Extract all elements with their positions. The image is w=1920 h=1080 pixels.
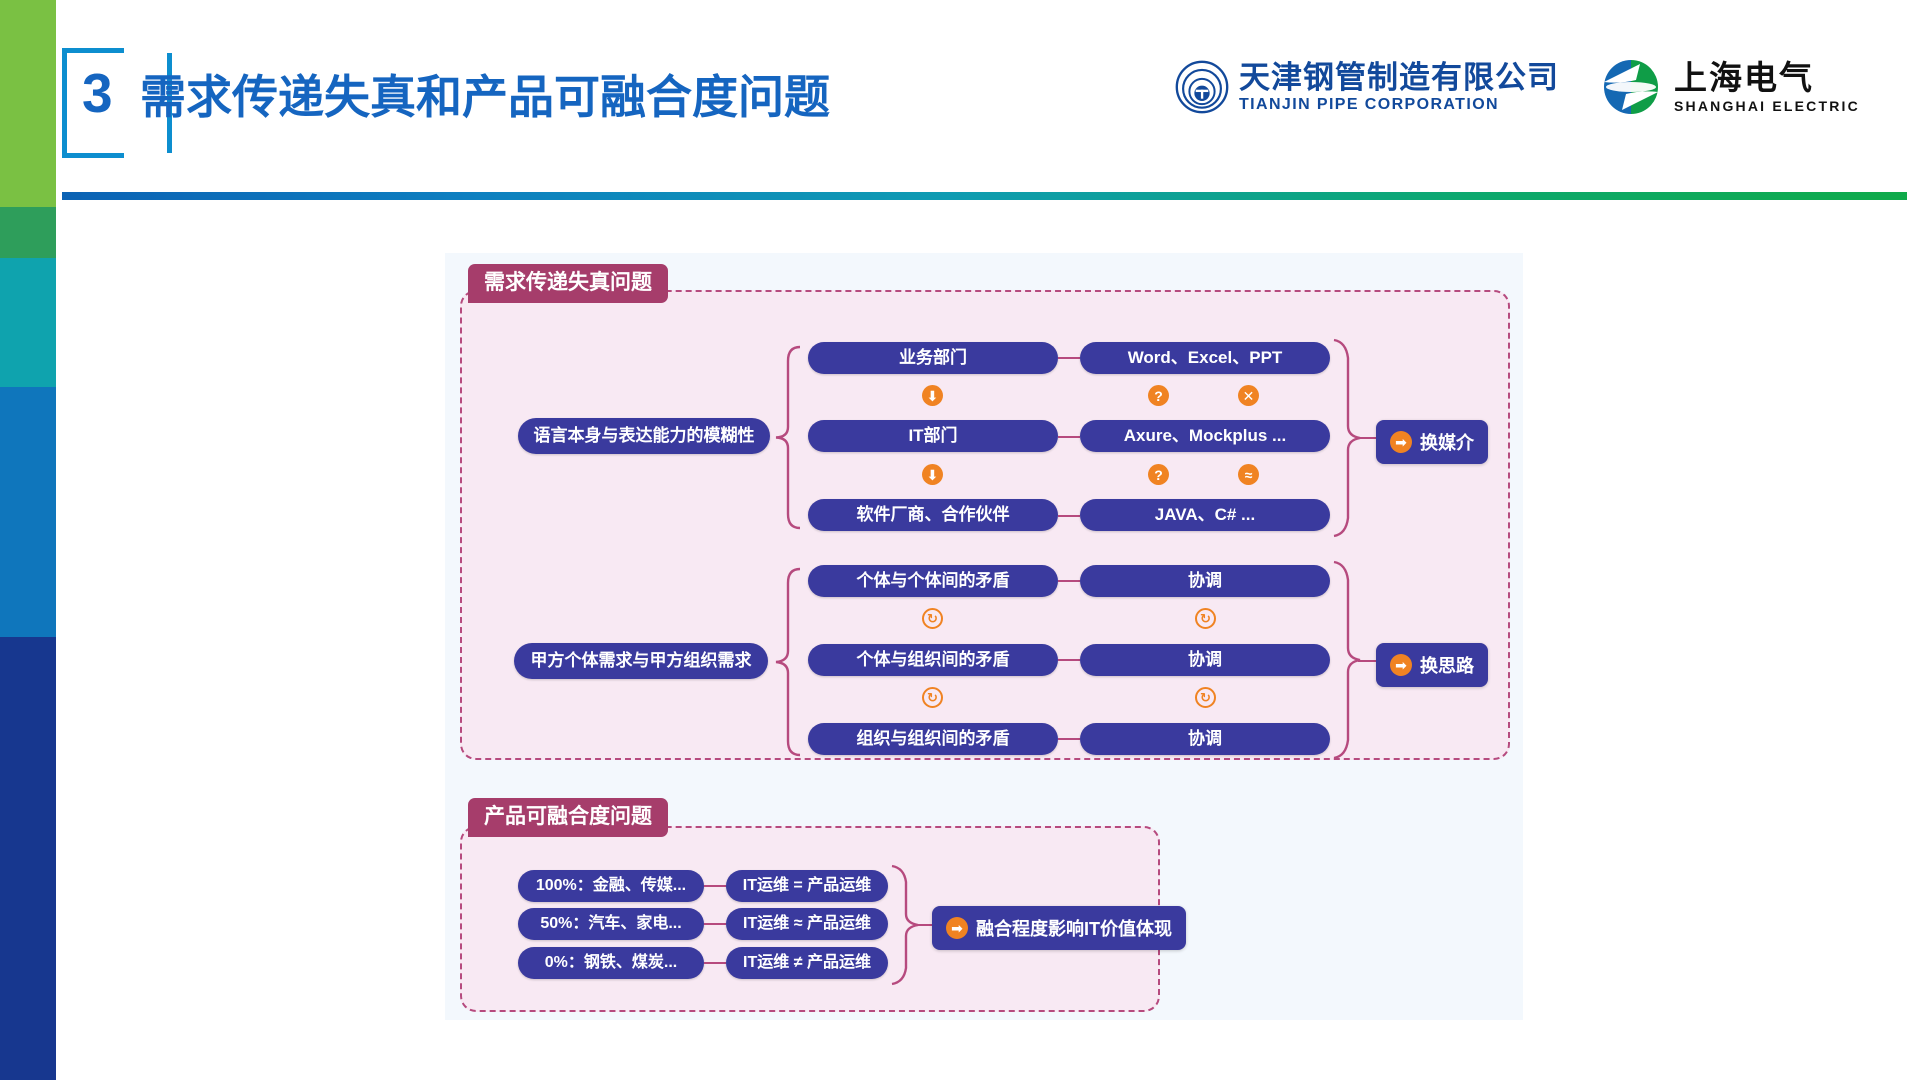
row2-tool-pill-1[interactable]: 协调 [1080,644,1330,676]
header-divider [62,192,1907,200]
question-icon: ? [1148,464,1169,485]
row1-connector-0 [1058,357,1080,359]
title-bracket-frame [62,48,172,158]
rail-band-2 [0,258,56,387]
row2-connector-1 [1058,659,1080,661]
row1-tool-pill-1[interactable]: Axure、Mockplus ... [1080,420,1330,452]
row1-connector-1 [1058,436,1080,438]
se-name-en: SHANGHAI ELECTRIC [1674,98,1860,114]
refresh-cycle-icon: ↻ [1195,687,1216,708]
refresh-cycle-icon: ↻ [1195,608,1216,629]
rail-band-4 [0,637,56,1080]
left-color-rail [0,0,56,1080]
se-name-cn: 上海电气 [1674,59,1814,96]
rail-band-1 [0,207,56,258]
fusion-right-pill-1[interactable]: IT运维 ≈ 产品运维 [726,908,888,940]
fusion-connector-1 [704,923,726,925]
row1-actor-pill-1[interactable]: IT部门 [808,420,1058,452]
fusion-left-pill-1[interactable]: 50%：汽车、家电... [518,908,704,940]
row2-brace [775,567,801,757]
fusion-left-pill-0[interactable]: 100%：金融、传媒... [518,870,704,902]
row1-brace [775,345,801,530]
fusion-right-pill-2[interactable]: IT运维 ≠ 产品运维 [726,947,888,979]
rail-band-0 [0,0,56,207]
row1-tool-pill-2[interactable]: JAVA、C# ... [1080,499,1330,531]
arrow-right-circle-icon: ➡ [1390,431,1412,453]
fusion-connector-2 [704,962,726,964]
down-arrow-icon: ⬇ [922,464,943,485]
section-1-tab: 需求传递失真问题 [468,264,668,304]
arrow-right-circle-icon: ➡ [1390,654,1412,676]
row2-connector-0 [1058,580,1080,582]
tpco-name-cn: 天津钢管制造有限公司 [1239,59,1559,95]
refresh-cycle-icon: ↻ [922,608,943,629]
fusion-connector-0 [704,885,726,887]
cross-icon: ✕ [1238,385,1259,406]
row2-connector-2 [1058,738,1080,740]
down-arrow-icon: ⬇ [922,385,943,406]
logo-shanghai-electric: 上海电气 SHANGHAI ELECTRIC [1600,58,1860,116]
refresh-cycle-icon: ↻ [922,687,943,708]
tpco-emblem-icon [1175,60,1229,114]
page-title: 需求传递失真和产品可融合度问题 [140,71,830,123]
slide-number: 3 [82,62,113,124]
row2-actor-pill-0[interactable]: 个体与个体间的矛盾 [808,565,1058,597]
row2-actor-pill-2[interactable]: 组织与组织间的矛盾 [808,723,1058,755]
question-icon: ? [1148,385,1169,406]
fusion-right-pill-0[interactable]: IT运维 = 产品运维 [726,870,888,902]
row2-source-pill[interactable]: 甲方个体需求与甲方组织需求 [514,643,768,679]
row2-actor-pill-1[interactable]: 个体与组织间的矛盾 [808,644,1058,676]
arrow-right-circle-icon: ➡ [946,917,968,939]
row1-actor-pill-2[interactable]: 软件厂商、合作伙伴 [808,499,1058,531]
row1-source-pill[interactable]: 语言本身与表达能力的模糊性 [518,418,770,454]
shanghai-electric-emblem-icon [1604,60,1658,114]
row1-result-connector [1358,437,1376,439]
fusion-result-connector [916,924,932,926]
row2-result-label: 换思路 [1420,656,1474,676]
row2-result-chip[interactable]: ➡ 换思路 [1376,643,1488,687]
fusion-result-label: 融合程度影响IT价值体现 [976,919,1172,939]
row2-result-connector [1358,660,1376,662]
row1-tool-pill-0[interactable]: Word、Excel、PPT [1080,342,1330,374]
fusion-left-pill-2[interactable]: 0%：钢铁、煤炭... [518,947,704,979]
tpco-name-en: TIANJIN PIPE CORPORATION [1239,95,1499,113]
row1-actor-pill-0[interactable]: 业务部门 [808,342,1058,374]
fusion-result-chip[interactable]: ➡ 融合程度影响IT价值体现 [932,906,1186,950]
approx-equal-icon: ≈ [1238,464,1259,485]
row1-result-label: 换媒介 [1420,433,1474,453]
row2-tool-pill-0[interactable]: 协调 [1080,565,1330,597]
row2-tool-pill-2[interactable]: 协调 [1080,723,1330,755]
rail-band-3 [0,387,56,637]
row1-connector-2 [1058,515,1080,517]
row1-result-chip[interactable]: ➡ 换媒介 [1376,420,1488,464]
logo-tianjin-pipe: 天津钢管制造有限公司 TIANJIN PIPE CORPORATION [1175,60,1559,114]
section-2-tab: 产品可融合度问题 [468,798,668,838]
